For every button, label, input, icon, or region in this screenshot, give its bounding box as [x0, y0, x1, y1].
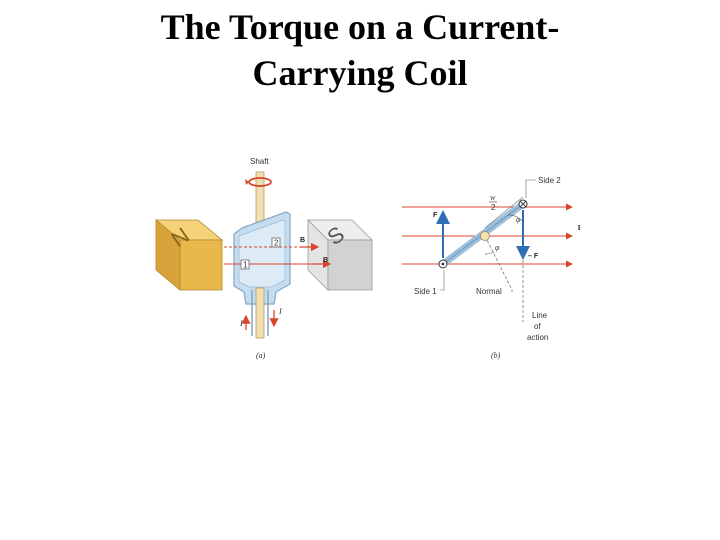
side-2-label-b: Side 2 [538, 176, 561, 185]
side-2-leader [525, 179, 536, 198]
angle-label-upper: φ [516, 215, 521, 224]
line-of-action-label-2: of [534, 322, 541, 331]
coil [233, 211, 291, 305]
figure-svg: Shaft N S [154, 157, 580, 360]
figure-b: B Line of action Normal [402, 176, 580, 360]
side-1-dot-icon [438, 259, 448, 269]
half-width-denominator: 2 [491, 203, 496, 212]
current-label-right: I [278, 307, 282, 316]
line-of-action-label-3: action [527, 333, 548, 342]
angle-arc-lower [484, 251, 495, 255]
caption-b: (b) [491, 351, 501, 360]
side-2-label: 2 [274, 239, 279, 248]
shaft-label: Shaft [250, 157, 269, 166]
side-1-leader [440, 270, 445, 291]
rotation-arrow-icon [245, 177, 272, 187]
line-of-action-label-1: Line [532, 311, 548, 320]
neg-force-label: – F [528, 253, 539, 260]
caption-a: (a) [256, 351, 266, 360]
field-label-lower: B [323, 257, 328, 264]
figure-a: Shaft N S [154, 157, 373, 360]
south-magnet: S [307, 219, 373, 291]
side-1-label: 1 [243, 261, 248, 270]
force-label: F [433, 212, 438, 219]
field-label-upper: B [300, 237, 305, 244]
side-1-box [240, 259, 250, 270]
pivot-axis [480, 231, 490, 241]
side-2-box [271, 237, 281, 248]
angle-label-lower: φ [495, 243, 500, 252]
normal-label: Normal [476, 287, 502, 296]
north-magnet: N [154, 219, 224, 291]
side-1-label-b: Side 1 [414, 287, 437, 296]
torque-coil-figure: Shaft N S [140, 150, 580, 370]
upper-shaft [255, 171, 265, 223]
current-label-left: I [239, 319, 243, 328]
field-label-b: B [578, 225, 580, 232]
slide-title: The Torque on a Current- Carrying Coil [0, 4, 720, 96]
side-2-cross-icon [518, 199, 528, 209]
lower-shaft [255, 287, 265, 339]
title-line-1: The Torque on a Current- [160, 7, 560, 47]
normal-line [484, 235, 513, 291]
title-line-2: Carrying Coil [252, 53, 468, 93]
half-width-numerator: w [490, 193, 496, 202]
half-width-dimension [484, 196, 524, 229]
